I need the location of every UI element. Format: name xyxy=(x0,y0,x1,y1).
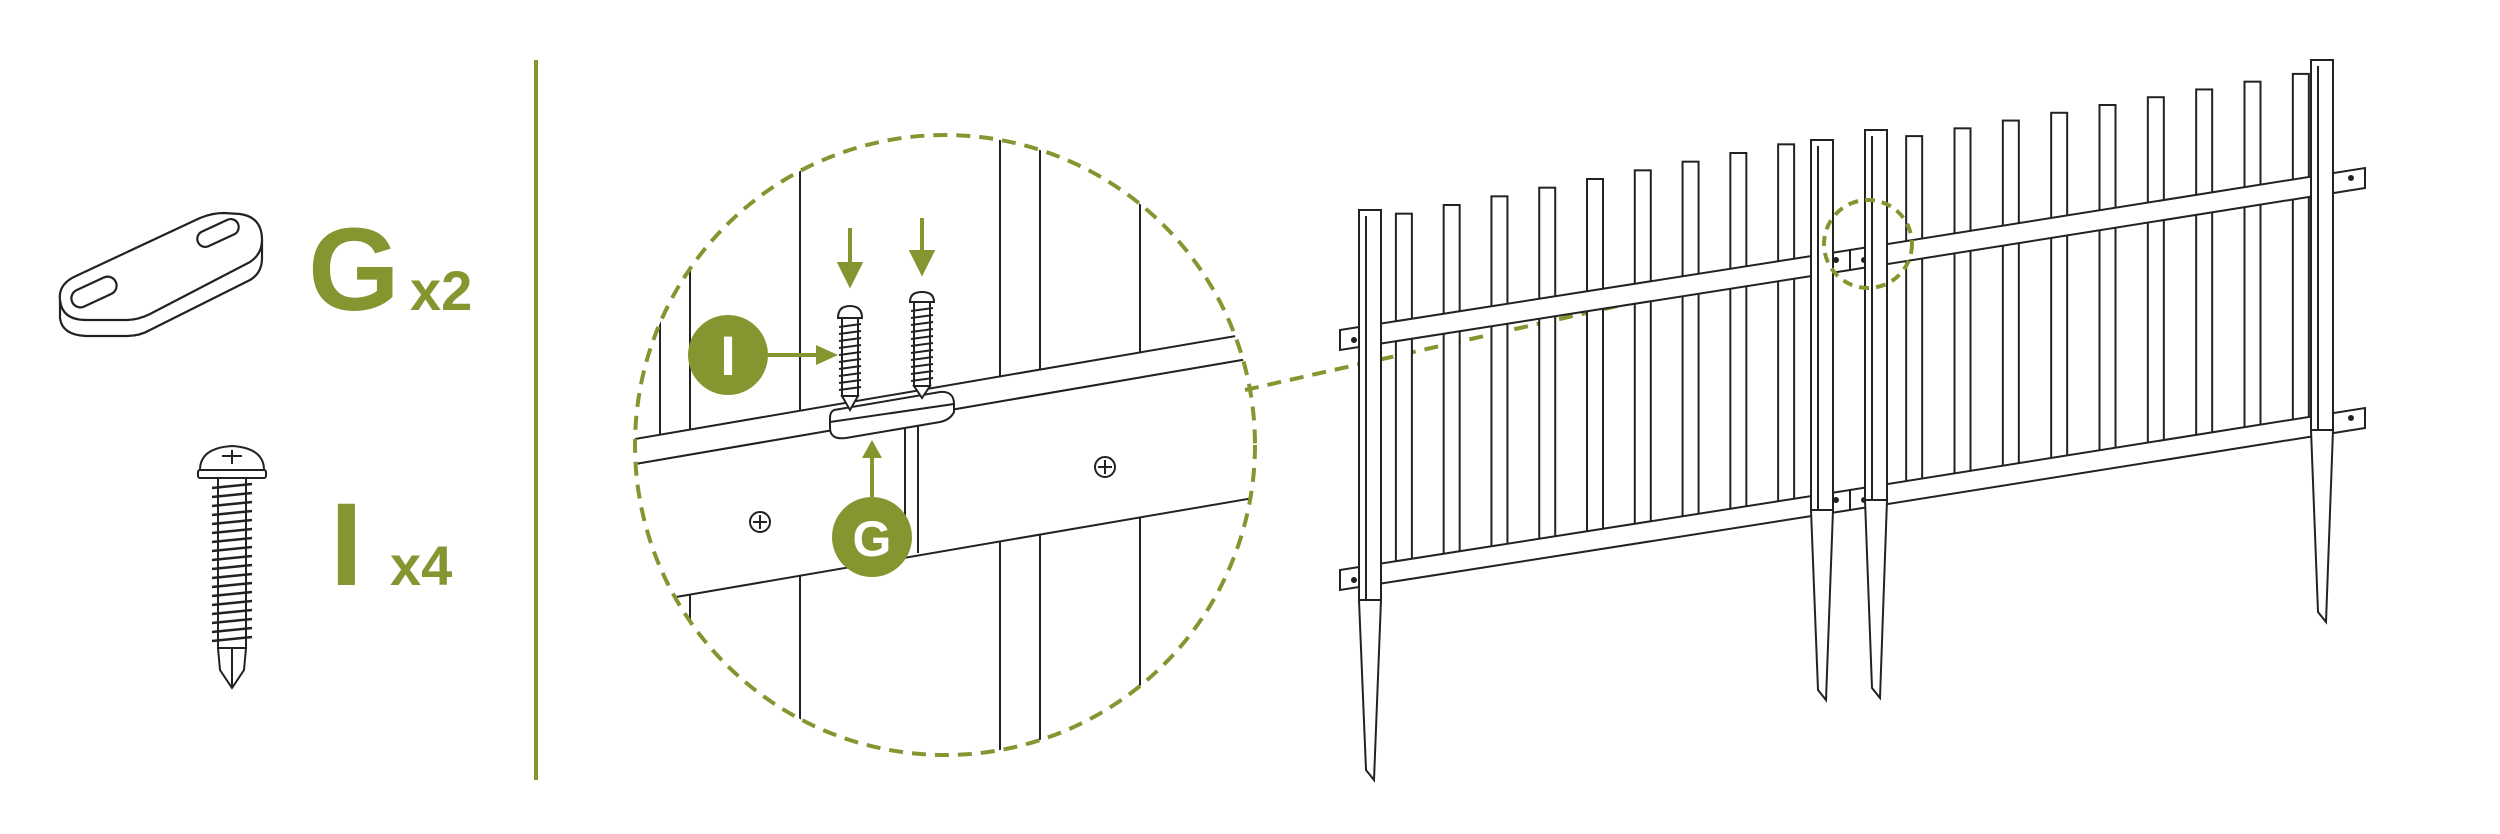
thread-line xyxy=(838,386,862,391)
rail-bolt xyxy=(1351,337,1357,343)
fence-picket xyxy=(1905,135,1924,497)
fence-post xyxy=(1863,129,1889,701)
detail-bracket xyxy=(829,390,955,440)
thread-line xyxy=(211,482,253,490)
callout-g: G xyxy=(832,440,912,577)
svg-text:I: I xyxy=(720,324,736,387)
fence-rail xyxy=(1849,406,2366,512)
thread-line xyxy=(910,370,934,375)
thread-line xyxy=(211,554,253,562)
thread-line xyxy=(838,365,862,370)
arrow-up-icon xyxy=(862,440,882,458)
thread-line xyxy=(838,344,862,349)
fence-picket xyxy=(1681,160,1700,524)
fence-panel xyxy=(1339,143,1851,592)
callout-i: I xyxy=(688,315,838,395)
fence-picket xyxy=(1953,127,1972,488)
rail-bolt xyxy=(2348,175,2354,181)
rail-bolt xyxy=(1351,577,1357,583)
fence-post xyxy=(1809,139,1835,703)
thread-line xyxy=(838,379,862,384)
thread-line xyxy=(910,363,934,368)
thread-line xyxy=(211,545,253,553)
detail-screw xyxy=(836,304,864,413)
detail-screw xyxy=(908,290,936,400)
thread-line xyxy=(910,321,934,326)
fence-picket xyxy=(2001,119,2020,479)
fence-picket xyxy=(1777,143,1796,506)
thread-line xyxy=(211,509,253,517)
rail-bolt xyxy=(2348,415,2354,421)
fence-picket xyxy=(1394,212,1413,577)
thread-line xyxy=(211,527,253,535)
thread-line xyxy=(910,377,934,382)
rail-bolt xyxy=(1833,497,1839,503)
bracket-icon xyxy=(58,211,264,338)
fence-picket xyxy=(2098,104,2117,461)
thread-line xyxy=(910,356,934,361)
thread-line xyxy=(211,608,253,616)
thread-line xyxy=(838,372,862,377)
thread-line xyxy=(211,599,253,607)
fence-assembly xyxy=(1339,59,2366,783)
thread-line xyxy=(838,330,862,335)
part-qty-g: x2 xyxy=(410,259,472,322)
arrow-down-icon xyxy=(836,262,864,289)
fence-picket xyxy=(1442,204,1461,568)
fence-picket xyxy=(1729,152,1748,515)
thread-line xyxy=(211,518,253,526)
screw-icon xyxy=(197,444,267,690)
thread-line xyxy=(910,314,934,319)
fence-picket xyxy=(2243,80,2262,435)
zoom-circle-outline xyxy=(633,133,1257,757)
thread-line xyxy=(910,335,934,340)
thread-line xyxy=(211,581,253,589)
thread-line xyxy=(211,536,253,544)
rail-bolt xyxy=(1833,257,1839,263)
thread-line xyxy=(838,358,862,363)
thread-line xyxy=(211,617,253,625)
thread-line xyxy=(838,351,862,356)
part-letter-g: G xyxy=(308,204,400,336)
thread-line xyxy=(211,491,253,499)
thread-line xyxy=(910,307,934,312)
fence-rail xyxy=(1849,166,2366,272)
zoom-detail: I G xyxy=(633,133,1257,757)
fence-panel xyxy=(1849,72,2366,512)
thread-line xyxy=(910,328,934,333)
thread-line xyxy=(211,572,253,580)
arrow-down-icon xyxy=(908,250,936,277)
part-qty-i: x4 xyxy=(390,534,452,597)
part-letter-i: I xyxy=(330,479,363,611)
thread-line xyxy=(211,590,253,598)
thread-line xyxy=(211,635,253,643)
thread-line xyxy=(838,323,862,328)
parts-legend: G x2 I x4 xyxy=(58,204,472,690)
thread-line xyxy=(910,342,934,347)
fence-picket xyxy=(1490,195,1509,559)
svg-text:G: G xyxy=(853,511,892,567)
fence-picket xyxy=(2146,96,2165,453)
thread-line xyxy=(211,500,253,508)
zoom-leader-line xyxy=(1244,256,1831,392)
fence-picket xyxy=(2195,88,2214,444)
fence-picket xyxy=(2291,72,2310,426)
thread-line xyxy=(910,349,934,354)
fence-picket xyxy=(1586,178,1604,541)
zoom-target-circle xyxy=(1822,198,1914,290)
thread-line xyxy=(211,563,253,571)
fence-picket xyxy=(1633,169,1652,533)
insert-arrows xyxy=(836,218,936,289)
thread-line xyxy=(211,626,253,634)
thread-line xyxy=(838,337,862,342)
fence-picket xyxy=(1538,186,1557,550)
arrow-right-icon xyxy=(816,345,838,365)
fence-picket xyxy=(2050,111,2069,470)
fence-post xyxy=(1357,209,1383,783)
fence-post xyxy=(2309,59,2335,625)
